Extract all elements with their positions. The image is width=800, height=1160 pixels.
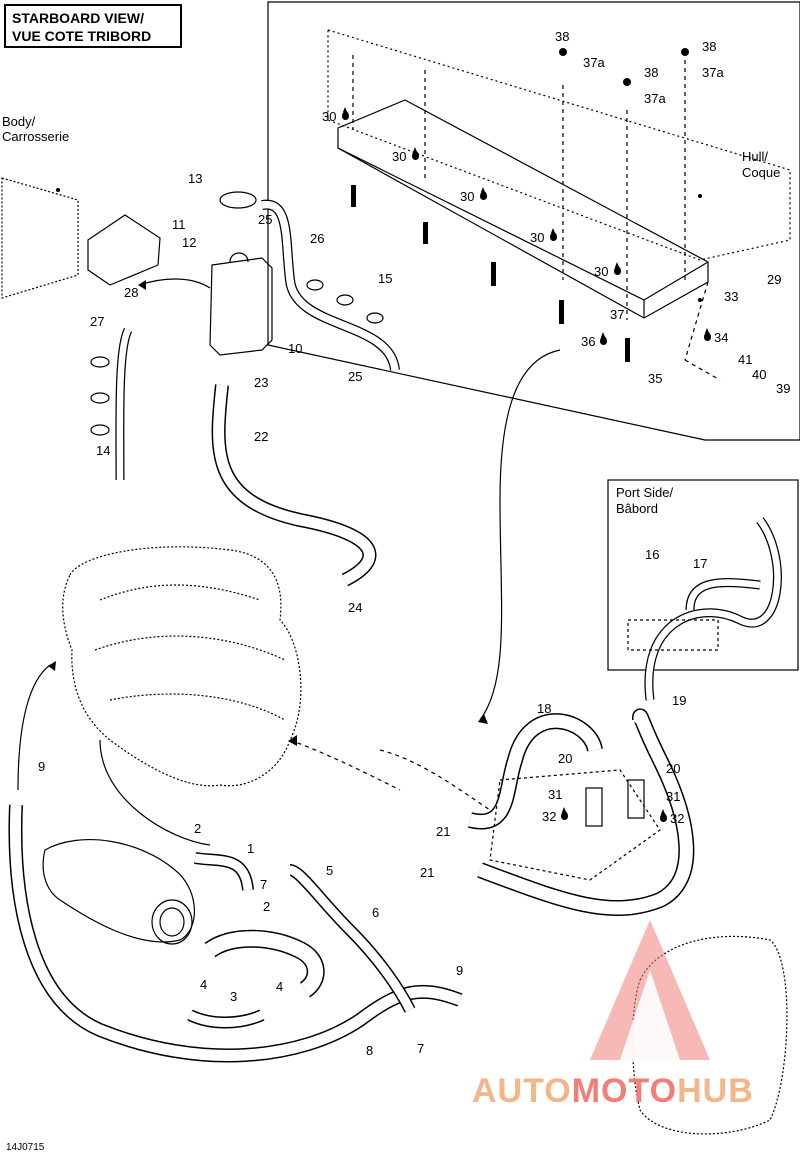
callout-25: 25 (258, 212, 273, 227)
callout-30: 30 (392, 149, 407, 164)
callout-37: 37 (610, 307, 625, 322)
callout-7: 7 (417, 1041, 425, 1056)
engine-outline (62, 546, 302, 787)
hull-inset-frame (267, 1, 800, 441)
callout-21: 21 (436, 824, 451, 839)
hull-label: Hull/ (742, 149, 769, 164)
callout-38: 38 (644, 65, 659, 80)
watermark-part-2: MOTO (571, 1072, 678, 1110)
callout-41: 41 (738, 352, 753, 367)
watermark-part-3: HUB (677, 1072, 754, 1110)
callout-36: 36 (581, 334, 596, 349)
callout-18: 18 (537, 701, 552, 716)
callout-38: 38 (555, 29, 570, 44)
thread-locker-drop-icon (412, 147, 419, 160)
thread-locker-drop-icon (600, 332, 607, 345)
callout-37a: 37a (644, 91, 666, 106)
port-side-label-fr: Bâbord (616, 501, 658, 516)
watermark: AUTOMOTOHUB (472, 1072, 754, 1111)
view-title: STARBOARD VIEW/ VUE COTE TRIBORD (4, 4, 182, 48)
callout-28: 28 (124, 285, 139, 300)
callout-20: 20 (558, 751, 573, 766)
body-panel (1, 177, 79, 299)
port-side-inset (607, 479, 799, 671)
callout-21: 21 (420, 865, 435, 880)
callout-3: 3 (230, 989, 238, 1004)
callout-5: 5 (326, 863, 334, 878)
callout-30: 30 (460, 189, 475, 204)
callout-2: 2 (194, 821, 202, 836)
callout-30: 30 (594, 264, 609, 279)
callout-4: 4 (276, 979, 284, 994)
callout-35: 35 (648, 371, 663, 386)
thread-locker-drop-icon (550, 228, 557, 241)
callout-32: 32 (670, 811, 685, 826)
thread-locker-drop-icon (561, 807, 568, 820)
jet-pump-housing (631, 935, 788, 1135)
callout-4: 4 (200, 977, 208, 992)
callout-27: 27 (90, 314, 105, 329)
callout-16: 16 (645, 547, 660, 562)
callout-14: 14 (96, 443, 111, 458)
callout-10: 10 (288, 341, 303, 356)
callout-37a: 37a (702, 65, 724, 80)
callout-39: 39 (776, 381, 791, 396)
callout-22: 22 (254, 429, 269, 444)
callout-7: 7 (260, 877, 268, 892)
callout-26: 26 (310, 231, 325, 246)
body-label-fr: Carrosserie (2, 129, 70, 144)
callout-29: 29 (767, 272, 782, 287)
coolant-reservoir (209, 257, 273, 356)
callout-40: 40 (752, 367, 767, 382)
hull-label-fr: Coque (742, 165, 781, 180)
callout-8: 8 (366, 1043, 374, 1058)
callout-9: 9 (38, 759, 46, 774)
callout-30: 30 (322, 109, 337, 124)
callout-17: 17 (693, 556, 708, 571)
callout-2: 2 (263, 899, 271, 914)
thread-locker-drop-icon (614, 262, 621, 275)
callout-30: 30 (530, 230, 545, 245)
view-title-line2: VUE COTE TRIBORD (12, 28, 152, 44)
watermark-logo-icon (590, 920, 710, 1060)
thread-locker-drop-icon (342, 107, 349, 120)
callout-19: 19 (672, 693, 687, 708)
callout-15: 15 (378, 271, 393, 286)
callout-6: 6 (372, 905, 380, 920)
body-label: Body/ (2, 114, 36, 129)
callout-34: 34 (714, 330, 729, 345)
callout-31: 31 (666, 789, 681, 804)
callout-38: 38 (702, 39, 717, 54)
callout-11: 11 (172, 217, 186, 232)
figure-id: 14J0715 (6, 1142, 45, 1153)
watermark-part-1: AUTO (472, 1072, 572, 1110)
exhaust-manifold (42, 839, 195, 943)
callout-23: 23 (254, 375, 269, 390)
callout-13: 13 (188, 171, 203, 186)
callout-31: 31 (548, 787, 563, 802)
callout-24: 24 (348, 600, 363, 615)
callout-20: 20 (666, 761, 681, 776)
callout-37a: 37a (583, 55, 605, 70)
thread-locker-drop-icon (480, 187, 487, 200)
callout-25: 25 (348, 369, 363, 384)
callout-12: 12 (182, 235, 197, 250)
port-side-label: Port Side/ (616, 485, 674, 500)
thread-locker-drop-icon (704, 328, 711, 341)
callout-32: 32 (542, 809, 557, 824)
callout-9: 9 (456, 963, 464, 978)
view-title-line1: STARBOARD VIEW/ (12, 10, 144, 26)
callout-1: 1 (247, 841, 255, 856)
callout-33: 33 (724, 289, 739, 304)
thread-locker-drop-icon (660, 809, 667, 822)
support-bracket (337, 99, 709, 319)
